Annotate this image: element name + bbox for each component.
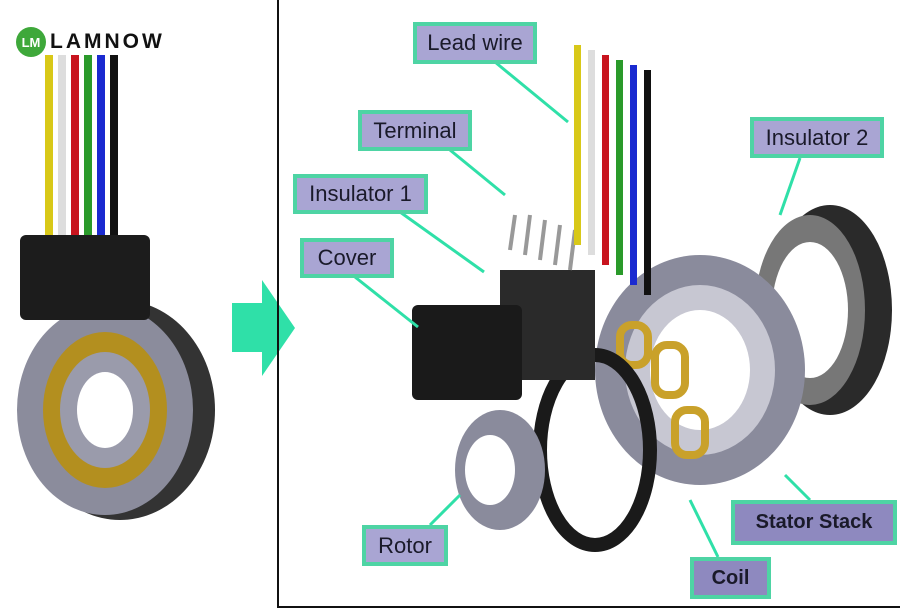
label-lead-wire: Lead wire (413, 22, 537, 64)
exploded-motor (412, 45, 892, 552)
logo-mark: LM (16, 27, 46, 57)
label-insulator-1: Insulator 1 (293, 174, 428, 214)
arrow-right (232, 280, 295, 376)
logo-text: LAMNOW (50, 30, 165, 53)
callout-arrows (354, 60, 812, 558)
label-insulator-2: Insulator 2 (750, 117, 884, 158)
assembled-motor (17, 55, 215, 520)
label-cover: Cover (300, 238, 394, 278)
label-coil: Coil (690, 557, 771, 599)
label-terminal: Terminal (358, 110, 472, 151)
logo: LM LAMNOW (0, 0, 215, 100)
label-stator-stack: Stator Stack (731, 500, 897, 545)
label-rotor: Rotor (362, 525, 448, 566)
